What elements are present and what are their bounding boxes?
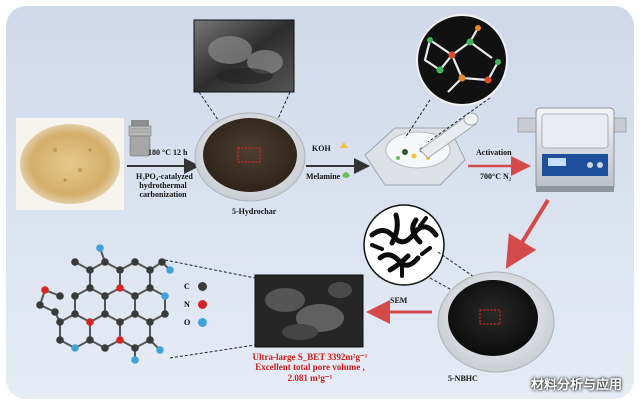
autoclave-icon: [128, 120, 152, 157]
catalyst-description: H₃PO₄-catalyzed hydrothermal carbonizati…: [136, 172, 193, 200]
legend-oxygen: O: [184, 318, 208, 327]
hydrothermal-conditions: 180 °C 12 h: [148, 148, 188, 157]
carbon-dot-icon: [197, 282, 207, 291]
activation-label: Activation: [476, 148, 512, 157]
product-label: 5-NBHC: [448, 374, 478, 383]
properties-line-3: 2.081 m³g⁻¹: [287, 372, 333, 383]
zoom-line-molecule-bottom: [169, 344, 256, 359]
porous-carbon-zoom: [363, 204, 445, 286]
legend-nitrogen-label: N: [184, 300, 190, 309]
hydrochar-label: 5-Hydrochar: [232, 207, 277, 216]
carbon-network-zoom: [416, 14, 508, 106]
hydrochar-sem-image: [193, 19, 295, 93]
hydrochar-dish: [194, 112, 306, 202]
zoom-line-network-left: [404, 99, 431, 139]
molecule-atoms: [36, 244, 174, 364]
product-dish: [437, 271, 555, 373]
legend-carbon: C: [184, 282, 207, 291]
tube-furnace-icon: [517, 107, 627, 192]
melamine-label: Melamine: [306, 172, 341, 181]
arrow-to-product: [505, 198, 550, 269]
catalyst-line-3: carbonization: [139, 190, 187, 200]
properties-line-2: Excellent total pore volume ,: [255, 362, 365, 373]
sem-label: SEM: [390, 296, 408, 305]
activation-conditions: 700°C N₂: [480, 172, 512, 181]
koh-label: KOH: [312, 144, 331, 153]
nitrogen-dot-icon: [197, 300, 207, 309]
catalyst-line-1: H₃PO₄-catalyzed: [136, 172, 193, 181]
catalyst-line-2: hydrothermal: [139, 181, 187, 191]
product-sem-image: [254, 274, 364, 348]
oxygen-dot-icon: [198, 318, 208, 327]
properties-text: Ultra-large S_BET 3392m²g⁻¹ Excellent to…: [250, 352, 370, 383]
koh-icon: [340, 142, 348, 148]
zoom-line-network-right: [427, 97, 491, 143]
mortar-pestle-icon: [364, 112, 479, 186]
biomass-powder-photo: [16, 118, 124, 210]
properties-line-1: Ultra-large S_BET 3392m²g⁻¹: [252, 352, 368, 362]
legend-carbon-label: C: [184, 282, 190, 291]
melamine-icon: [342, 172, 350, 178]
zoom-line-product-left: [429, 277, 471, 301]
legend-oxygen-label: O: [184, 318, 191, 327]
zoom-line-molecule-top: [164, 259, 256, 279]
legend-nitrogen: N: [184, 300, 207, 309]
watermark-text: 材料分析与应用: [530, 378, 622, 393]
